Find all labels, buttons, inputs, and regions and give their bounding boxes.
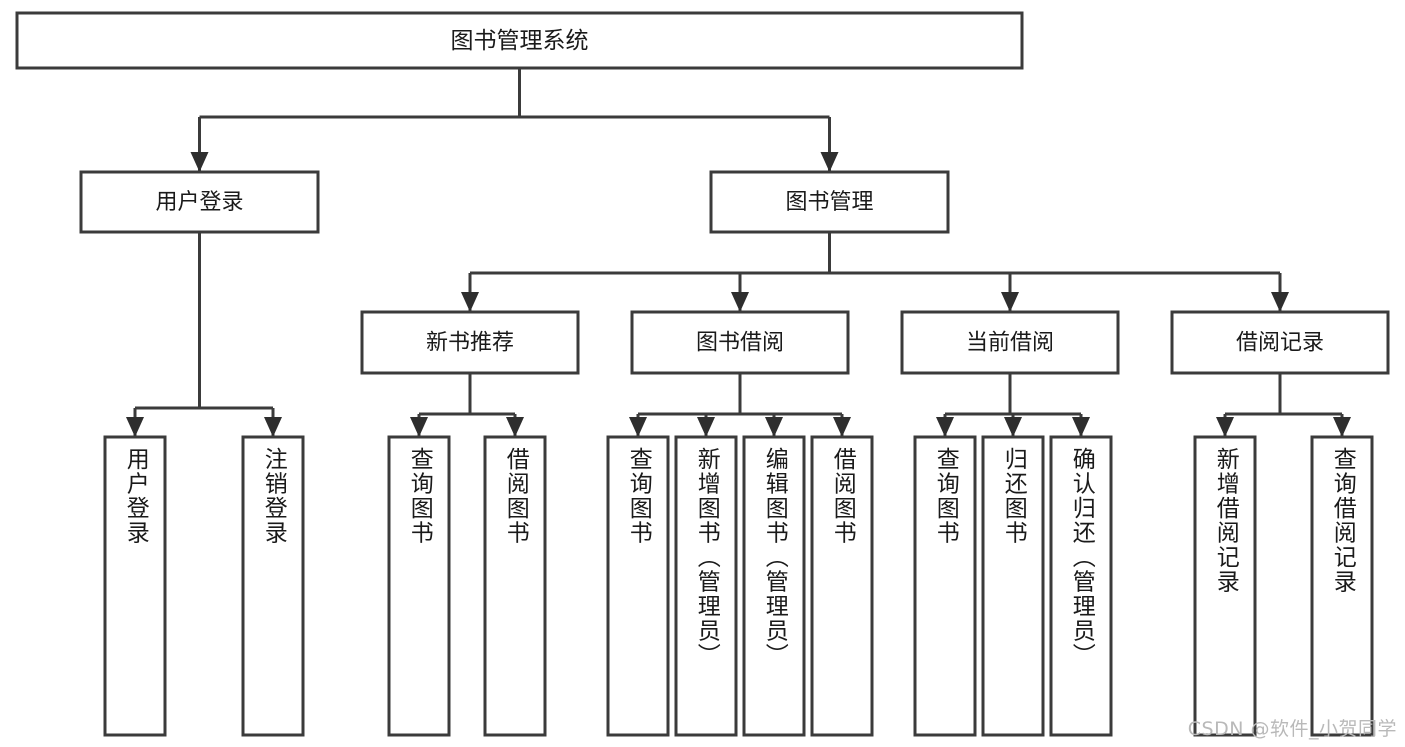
arrow-head-icon: [697, 417, 715, 437]
arrow-head-icon: [1216, 417, 1234, 437]
node-level3-box-3[interactable]: [1170, 310, 1390, 375]
node-leaf-box-5[interactable]: [674, 435, 738, 737]
arrow-head-icon: [264, 417, 282, 437]
node-leaf-box-11[interactable]: [1193, 435, 1257, 737]
node-leaf-box-2[interactable]: [387, 435, 451, 737]
node-leaf-box-10[interactable]: [1049, 435, 1113, 737]
node-level3-label-0: 新书推荐: [426, 331, 514, 356]
node-leaf-box-3[interactable]: [483, 435, 547, 737]
node-level3-label-1: 图书借阅: [696, 331, 784, 356]
node-level2-label-1: 图书管理: [785, 190, 873, 215]
arrow-head-icon: [1004, 417, 1022, 437]
arrow-head-icon: [1333, 417, 1351, 437]
arrow-head-icon: [731, 292, 749, 312]
arrow-head-icon: [820, 152, 839, 172]
arrow-head-icon: [190, 152, 209, 172]
arrow-head-icon: [126, 417, 144, 437]
node-leaf-box-4[interactable]: [606, 435, 670, 737]
node-leaf-box-12[interactable]: [1310, 435, 1374, 737]
arrow-head-icon: [833, 417, 851, 437]
node-leaf-box-6[interactable]: [742, 435, 806, 737]
arrow-head-icon: [1271, 292, 1289, 312]
arrow-head-icon: [1001, 292, 1019, 312]
node-level3-label-2: 当前借阅: [966, 331, 1054, 356]
node-leaf-box-8[interactable]: [913, 435, 977, 737]
arrow-head-icon: [410, 417, 428, 437]
arrow-head-icon: [1072, 417, 1090, 437]
arrow-head-icon: [629, 417, 647, 437]
arrow-head-icon: [936, 417, 954, 437]
node-root-box[interactable]: [15, 11, 1024, 70]
node-level2-box-0[interactable]: [79, 170, 320, 234]
node-leaf-box-7[interactable]: [810, 435, 874, 737]
arrow-head-icon: [461, 292, 479, 312]
watermark: CSDN @软件_小贺同学: [1187, 718, 1397, 740]
node-level2-label-0: 用户登录: [155, 190, 243, 215]
node-level3-label-3: 借阅记录: [1236, 331, 1324, 356]
node-leaf-box-0[interactable]: [103, 435, 167, 737]
node-root-label: 图书管理系统: [451, 28, 589, 54]
arrow-head-icon: [765, 417, 783, 437]
node-level2-box-1[interactable]: [709, 170, 950, 234]
node-leaf-box-9[interactable]: [981, 435, 1045, 737]
arrow-head-icon: [506, 417, 524, 437]
node-leaf-box-1[interactable]: [241, 435, 305, 737]
